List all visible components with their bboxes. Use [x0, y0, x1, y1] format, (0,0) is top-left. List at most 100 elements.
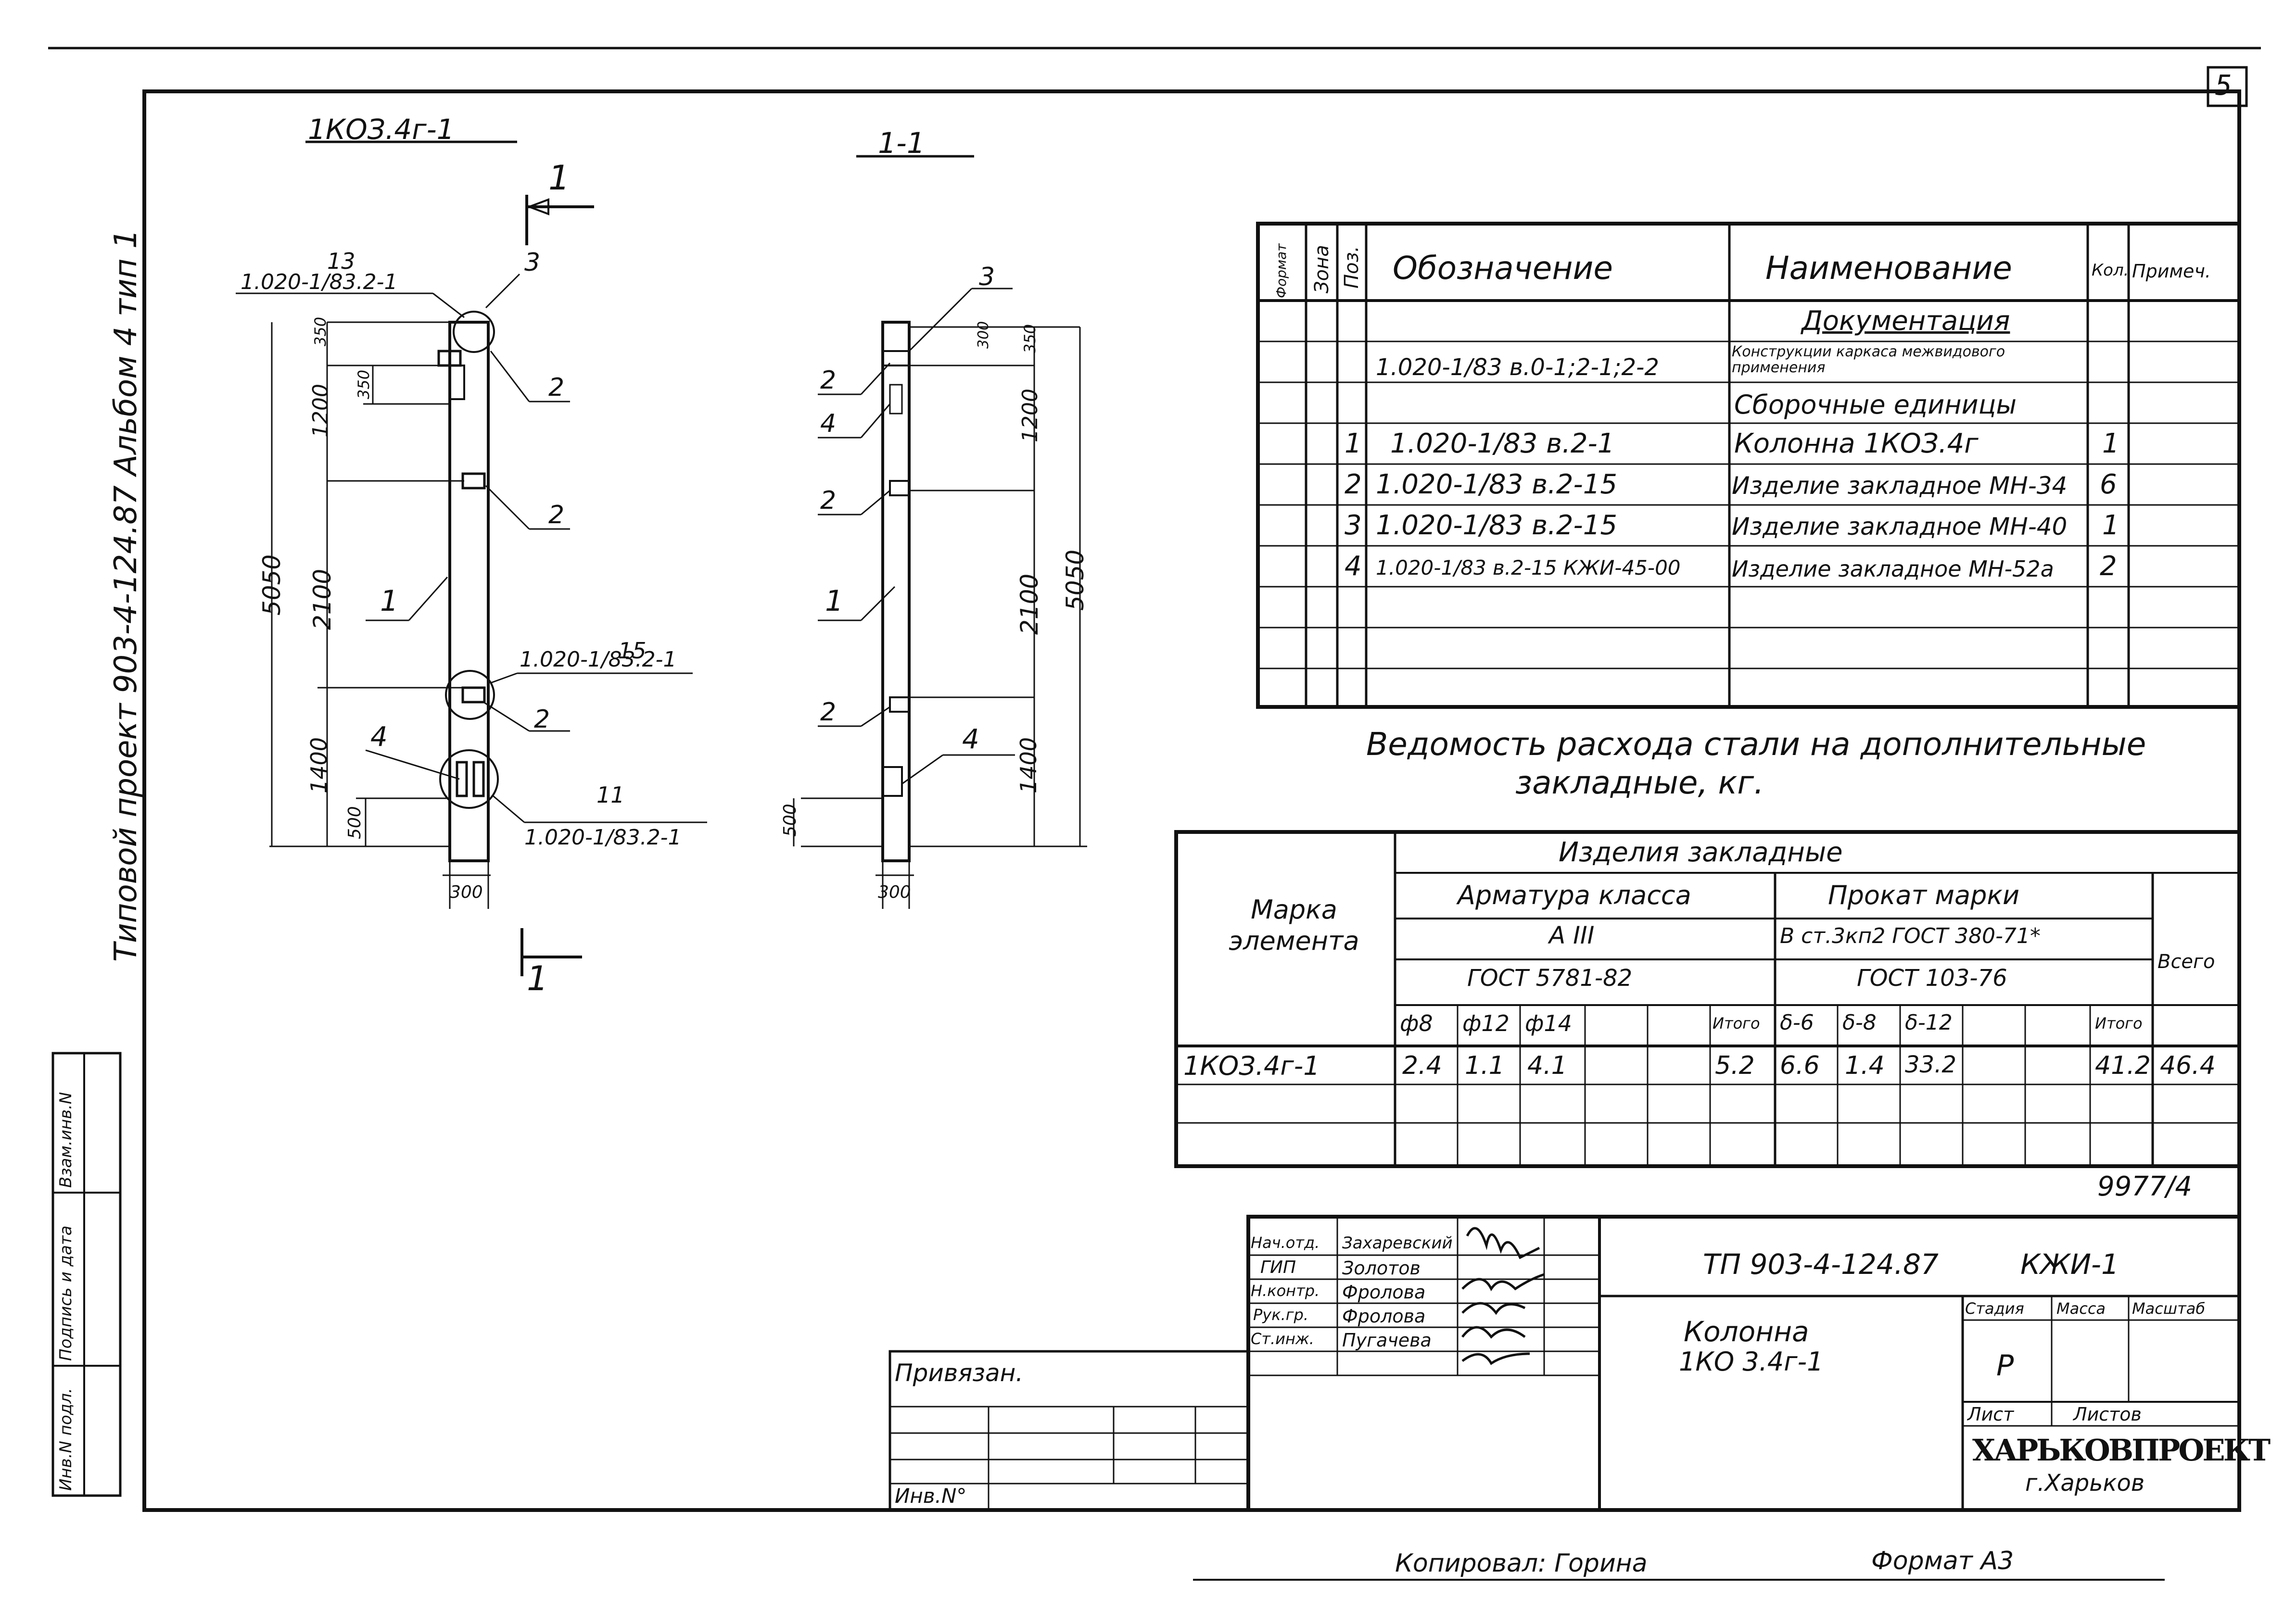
sec-dim-300: 300 [878, 882, 911, 902]
steel-row-rebar-sum: 5.2 [1715, 1051, 1755, 1080]
spec-row4-name: Изделие закладное МН-34 [1732, 472, 2068, 500]
spec-row6-qty: 2 [2100, 551, 2117, 582]
sec-dim-2100: 2100 [1015, 573, 1043, 635]
spec-row5-pos: 3 [1345, 510, 1362, 541]
spec-row4-pos: 2 [1345, 469, 1362, 500]
spec-row3-designation: 1.020-1/83 в.2-1 [1390, 428, 1615, 459]
callout-15-ref: 1.020-1/83.2-1 [520, 647, 677, 672]
spec-row4-designation: 1.020-1/83 в.2-15 [1376, 469, 1617, 500]
dim-1200: 1200 [308, 384, 333, 438]
steel-h-mark: Марка элемента [1229, 894, 1359, 956]
steel-h-rolled-grade: В ст.3кп2 ГОСТ 380-71* [1780, 924, 2041, 948]
dim-350-a: 350 [311, 316, 330, 346]
spec-row4-qty: 6 [2100, 469, 2117, 500]
tb-subtitle: 1КО 3.4г-1 [1679, 1347, 1824, 1377]
spec-row6-designation: 1.020-1/83 в.2-15 КЖИ-45-00 [1376, 556, 1681, 579]
main-pos-1: 1 [380, 584, 399, 618]
side-stamp-sign: Подпись и дата [56, 1225, 76, 1361]
tb-role-4: Ст.инж. [1251, 1330, 1314, 1348]
spec-h-qty: Кол. [2092, 261, 2129, 280]
section-mark-top: 1 [548, 158, 570, 198]
steel-title-2: закладные, кг. [1515, 764, 1764, 801]
steel-h-total: Всего [2157, 951, 2215, 973]
tb-inv: Инв.N° [895, 1484, 967, 1508]
tb-code: ТП 903-4-124.87 [1703, 1248, 1939, 1281]
footer-format: Формат А3 [1871, 1547, 2014, 1575]
dim-1400: 1400 [306, 737, 332, 793]
sec-dim-300top: 300 [975, 321, 992, 349]
callout-15-num: 15 [618, 638, 647, 664]
tb-scale-label: Масштаб [2132, 1299, 2206, 1318]
side-stamp-replace: Взам.инв.N [56, 1092, 76, 1188]
side-stamp-inv: Инв.N подл. [56, 1388, 76, 1491]
spec-h-format: Формат [1273, 243, 1289, 298]
main-pos-2b: 2 [548, 501, 565, 529]
tb-stage-label: Стадия [1965, 1299, 2024, 1318]
tb-role-1: ГИП [1260, 1258, 1296, 1277]
tb-attached: Привязан. [895, 1359, 1024, 1387]
steel-h-rolled: Прокат марки [1828, 880, 2020, 910]
tb-stage-value: Р [1996, 1349, 2014, 1383]
sec-pos-3: 3 [979, 263, 995, 291]
spec-row5-name: Изделие закладное МН-40 [1732, 513, 2068, 541]
sec-pos-4b: 4 [962, 724, 979, 755]
steel-row-d8: 1.4 [1845, 1051, 1885, 1080]
steel-row-rolled-sum: 41.2 [2095, 1051, 2151, 1080]
spec-h-note: Примеч. [2132, 261, 2211, 282]
spec-row3-name: Колонна 1КОЗ.4г [1734, 428, 1979, 459]
tb-name-0: Захаревский [1342, 1234, 1453, 1253]
steel-h-rebar-gost: ГОСТ 5781-82 [1467, 965, 1633, 992]
callout-11-num: 11 [596, 782, 625, 808]
steel-col-f12: ф12 [1462, 1010, 1510, 1036]
steel-row-d6: 6.6 [1780, 1051, 1820, 1080]
spec-h-zone: Зона [1311, 245, 1333, 293]
spec-row1-designation: 1.020-1/83 в.0-1;2-1;2-2 [1376, 354, 1659, 381]
tb-org: ХАРЬКОВПРОЕКТ [1972, 1433, 2271, 1468]
steel-title-1: Ведомость расхода стали на дополнительны… [1366, 726, 2146, 763]
steel-col-f14: ф14 [1525, 1010, 1572, 1036]
archive-number: 9977/4 [2097, 1171, 2193, 1202]
tb-title: Колонна [1684, 1315, 1809, 1348]
sec-pos-2b: 2 [820, 486, 837, 515]
sec-pos-1: 1 [825, 584, 844, 618]
steel-col-rebar-sum: Итого [1713, 1014, 1760, 1032]
dim-500: 500 [345, 806, 365, 839]
main-pos-2c: 2 [534, 705, 550, 734]
dim-350-b: 350 [355, 369, 373, 399]
steel-row-total: 46.4 [2160, 1051, 2216, 1080]
dim-300: 300 [450, 882, 483, 902]
steel-row-f12: 1.1 [1465, 1051, 1505, 1080]
section-mark-bottom: 1 [527, 959, 548, 998]
page-number: 5 [2215, 69, 2232, 101]
tb-city: г.Харьков [2025, 1470, 2145, 1497]
spec-row6-name: Изделие закладное МН-52а [1732, 556, 2054, 582]
sec-dim-5050: 5050 [1061, 549, 1089, 611]
steel-row-f14: 4.1 [1527, 1051, 1567, 1080]
tb-role-0: Нач.отд. [1251, 1234, 1320, 1252]
sec-pos-2a: 2 [820, 366, 837, 395]
steel-row-d12: 33.2 [1905, 1051, 1956, 1078]
tb-name-3: Фролова [1342, 1306, 1426, 1327]
spec-row3-pos: 1 [1345, 428, 1362, 459]
steel-col-d12: δ-12 [1905, 1010, 1953, 1035]
steel-h-rebar: Арматура класса [1458, 880, 1691, 910]
callout-11-ref: 1.020-1/83.2-1 [524, 825, 682, 850]
steel-col-d8: δ-8 [1842, 1010, 1877, 1035]
spec-h-designation: Обозначение [1393, 250, 1613, 287]
section-view-title: 1-1 [878, 126, 925, 160]
main-pos-2a: 2 [548, 373, 565, 402]
footer-copied: Копировал: Горина [1395, 1549, 1648, 1578]
spec-row5-designation: 1.020-1/83 в.2-15 [1376, 510, 1617, 541]
callout-13-num: 13 [327, 248, 355, 274]
spec-h-name: Наименование [1765, 250, 2012, 287]
tb-role-2: Н.контр. [1251, 1282, 1320, 1300]
dim-5050: 5050 [258, 554, 286, 616]
steel-h-rebar-class: А III [1549, 921, 1595, 949]
sec-dim-500: 500 [780, 804, 800, 837]
steel-row-f8: 2.4 [1402, 1051, 1442, 1080]
steel-col-d6: δ-6 [1780, 1010, 1814, 1035]
tb-doc-mark: КЖИ-1 [2020, 1248, 2119, 1281]
main-pos-3: 3 [524, 248, 541, 277]
tb-name-2: Фролова [1342, 1282, 1426, 1303]
